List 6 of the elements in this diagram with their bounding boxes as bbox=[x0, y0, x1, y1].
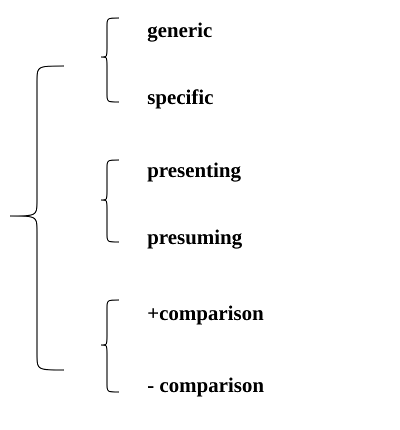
option-label: - comparison bbox=[148, 378, 264, 396]
option-label: generic bbox=[148, 22, 212, 42]
option-label: specific bbox=[148, 89, 213, 108]
option-label: +comparison bbox=[148, 306, 264, 324]
option-label: presenting bbox=[147, 162, 241, 182]
option-label: presuming bbox=[147, 230, 242, 249]
